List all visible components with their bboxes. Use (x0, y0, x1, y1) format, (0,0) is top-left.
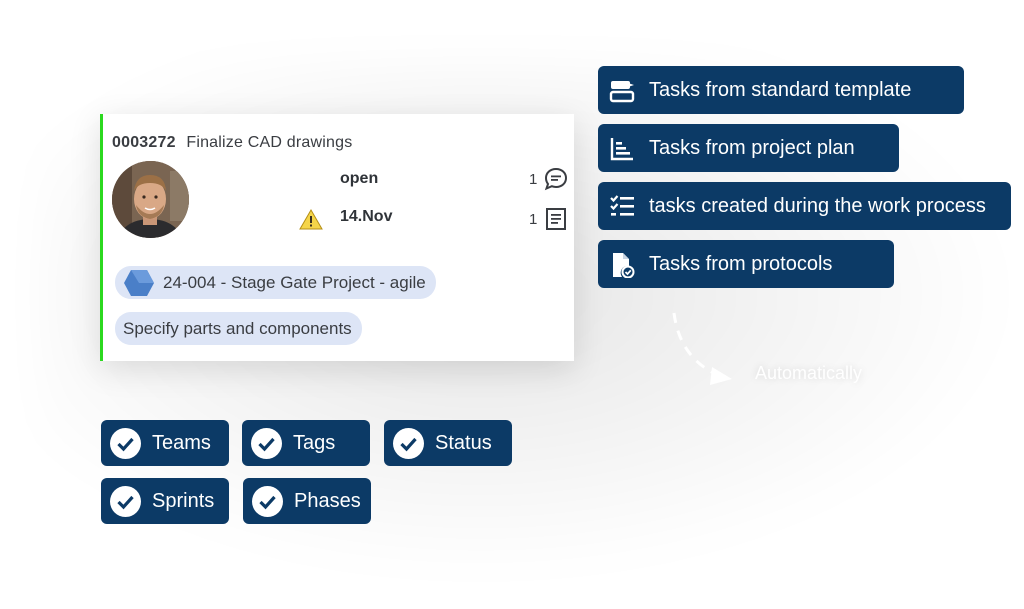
phases-label: Phases (294, 490, 361, 512)
teams-label: Teams (152, 432, 211, 454)
due-date: 14.Nov (340, 208, 393, 225)
task-id: 0003272 (112, 134, 176, 151)
tasks-during-work-process-button[interactable]: tasks created during the work process (598, 182, 1011, 230)
tags-label: Tags (293, 432, 336, 454)
warning-icon (299, 209, 323, 230)
avatar (112, 161, 189, 238)
tasks-from-protocols-button[interactable]: Tasks from protocols (598, 240, 894, 288)
tasks-from-project-plan-button[interactable]: Tasks from project plan (598, 124, 899, 172)
check-icon (393, 428, 424, 459)
checklist-icon (610, 195, 634, 216)
sprints-button[interactable]: Sprints (101, 478, 229, 524)
document-count: 1 (529, 211, 538, 228)
sprints-label: Sprints (152, 490, 215, 512)
project-plan-label: Tasks from project plan (649, 137, 855, 159)
phase-pill[interactable]: Specify parts and components (115, 312, 362, 345)
status-button[interactable]: Status (384, 420, 512, 466)
project-hexagon-icon (124, 270, 154, 296)
project-pill[interactable]: 24-004 - Stage Gate Project - agile (115, 266, 436, 299)
document-icon[interactable] (545, 207, 567, 231)
tags-button[interactable]: Tags (242, 420, 370, 466)
phases-button[interactable]: Phases (243, 478, 371, 524)
automatically-label: Automatically (755, 363, 863, 383)
project-label: 24-004 - Stage Gate Project - agile (163, 273, 426, 292)
dashed-arrow-icon (672, 312, 732, 385)
comment-icon[interactable] (543, 166, 569, 192)
work-process-label: tasks created during the work process (649, 195, 986, 217)
template-label: Tasks from standard template (649, 79, 912, 101)
protocol-document-icon (613, 253, 635, 278)
phase-label: Specify parts and components (123, 319, 352, 338)
template-icon (609, 81, 635, 103)
task-card[interactable]: 0003272 Finalize CAD drawings open 14.No… (100, 114, 574, 361)
check-icon (110, 486, 141, 517)
task-name: Finalize CAD drawings (186, 134, 353, 151)
tasks-from-template-button[interactable]: Tasks from standard template (598, 66, 964, 114)
task-title: 0003272 Finalize CAD drawings (112, 134, 352, 152)
check-icon (110, 428, 141, 459)
status-text: open (340, 170, 379, 187)
protocols-label: Tasks from protocols (649, 253, 833, 275)
project-plan-icon (610, 138, 633, 161)
status-label: Status (435, 432, 492, 454)
comment-count: 1 (529, 171, 538, 188)
teams-button[interactable]: Teams (101, 420, 229, 466)
check-icon (252, 486, 283, 517)
check-icon (251, 428, 282, 459)
